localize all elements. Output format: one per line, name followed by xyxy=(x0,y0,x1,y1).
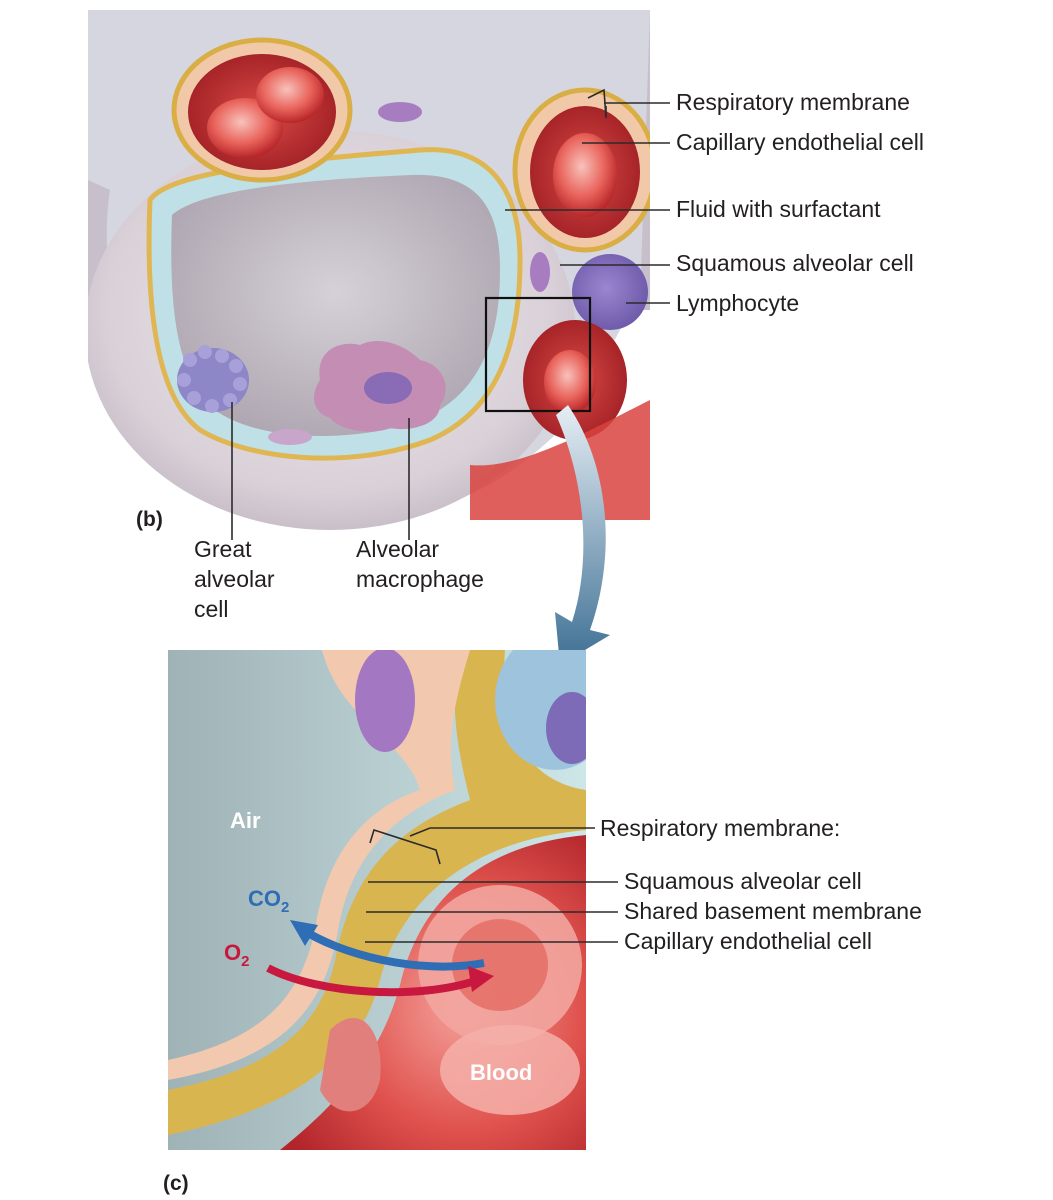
label-capillary-endothelial-cell-b: Capillary endothelial cell xyxy=(676,129,924,155)
panel-c-illustration xyxy=(168,650,586,1150)
label-great-alveolar-cell-line-1: Great xyxy=(194,536,252,562)
leader-lines xyxy=(231,88,670,943)
label-squamous-alveolar-cell-b: Squamous alveolar cell xyxy=(676,250,914,276)
great-alveolar-cell-illustration xyxy=(177,345,249,413)
co2-arrow xyxy=(297,924,485,971)
label-alveolar-macrophage-line-1: Alveolar xyxy=(356,536,439,562)
label-shared-basement-membrane: Shared basement membrane xyxy=(624,898,922,924)
inset-box xyxy=(484,296,592,413)
label-respiratory-membrane-c: Respiratory membrane: xyxy=(600,815,840,841)
label-alveolar-macrophage-line-2: macrophage xyxy=(356,566,484,592)
o2-arrow xyxy=(266,964,480,997)
panel-label-c: (c) xyxy=(163,1172,189,1195)
panel-label-b: (b) xyxy=(136,508,163,531)
label-great-alveolar-cell: Great alveolar cell xyxy=(194,536,275,622)
label-great-alveolar-cell-line-3: cell xyxy=(194,596,229,622)
label-air: Air xyxy=(230,808,261,833)
label-o2: O2 xyxy=(224,940,249,970)
label-squamous-alveolar-cell-c: Squamous alveolar cell xyxy=(624,868,862,894)
label-lymphocyte: Lymphocyte xyxy=(676,290,799,316)
label-capillary-endothelial-cell-c: Capillary endothelial cell xyxy=(624,928,872,954)
label-fluid-with-surfactant: Fluid with surfactant xyxy=(676,196,881,222)
label-great-alveolar-cell-line-2: alveolar xyxy=(194,566,275,592)
label-co2: CO2 xyxy=(248,886,289,916)
panel-b-illustration xyxy=(88,10,650,530)
label-respiratory-membrane-b: Respiratory membrane xyxy=(676,89,910,115)
alveolar-macrophage-illustration xyxy=(314,340,446,432)
label-blood: Blood xyxy=(470,1060,532,1085)
zoom-arrow xyxy=(555,405,610,665)
label-alveolar-macrophage: Alveolar macrophage xyxy=(356,536,484,592)
